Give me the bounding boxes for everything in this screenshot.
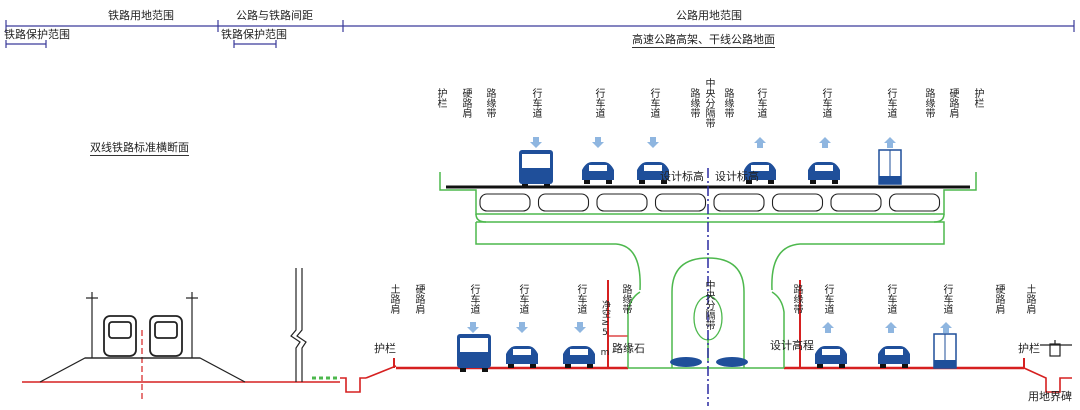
elevated-title: 高速公路高架、干线公路地面 bbox=[632, 33, 775, 48]
lower-lane-label: 行车道 bbox=[885, 284, 896, 314]
down-arrow-icon bbox=[530, 137, 542, 148]
right-ditch bbox=[1023, 367, 1072, 393]
car-icon bbox=[744, 162, 776, 184]
upper-lane-label: 行车道 bbox=[885, 88, 896, 118]
curb-label: 路缘石 bbox=[612, 342, 645, 355]
vehicles bbox=[457, 149, 957, 372]
upper-design-elevation-left: 设计标高 bbox=[660, 170, 704, 183]
left-ditch bbox=[340, 377, 366, 393]
lane-arrows bbox=[467, 137, 952, 333]
girder-cell bbox=[537, 193, 590, 212]
girder-cell bbox=[888, 193, 941, 212]
clearance-label: 净空≥5 m bbox=[600, 300, 610, 358]
lower-lane-label: 行车道 bbox=[941, 284, 952, 314]
lower-design-elevation-label: 设计高程 bbox=[770, 339, 814, 352]
upper-lane-label: 行车道 bbox=[648, 88, 659, 118]
girder-cell bbox=[654, 193, 707, 212]
truck-icon bbox=[933, 333, 957, 369]
land-boundary-label: 用地界碑 bbox=[1028, 390, 1072, 403]
rail-protect-label-2: 铁路保护范围 bbox=[221, 28, 287, 41]
land-boundary-marker bbox=[1040, 340, 1072, 357]
up-arrow-icon bbox=[940, 322, 952, 333]
car-icon bbox=[506, 346, 538, 368]
break-line bbox=[290, 268, 307, 382]
girder-cell bbox=[479, 193, 531, 212]
upper-lane-label: 行车道 bbox=[593, 88, 604, 118]
girder-cell bbox=[771, 193, 824, 212]
upper-lane-label: 硬路肩 bbox=[947, 88, 958, 118]
lower-lane-label: 中央分隔带 bbox=[703, 280, 714, 330]
car-icon bbox=[563, 346, 595, 368]
girder-cell bbox=[596, 193, 648, 212]
upper-lane-label: 硬路肩 bbox=[460, 88, 471, 118]
down-arrow-icon bbox=[467, 322, 479, 333]
upper-lane-label: 路缘带 bbox=[923, 88, 934, 118]
upper-lane-label: 中央分隔带 bbox=[703, 78, 714, 128]
upper-lane-label: 护栏 bbox=[972, 88, 983, 108]
up-arrow-icon bbox=[819, 137, 831, 148]
up-arrow-icon bbox=[885, 322, 897, 333]
road-rail-gap-label: 公路与铁路间距 bbox=[236, 9, 313, 22]
up-arrow-icon bbox=[822, 322, 834, 333]
bus-icon bbox=[519, 150, 553, 188]
road-land-range-label: 公路用地范围 bbox=[676, 9, 742, 22]
lower-lane-label: 行车道 bbox=[517, 284, 528, 314]
down-arrow-icon bbox=[647, 137, 659, 148]
box-girder-cells bbox=[479, 193, 941, 212]
lower-lane-label: 土路肩 bbox=[388, 284, 399, 314]
down-arrow-icon bbox=[592, 137, 604, 148]
rail-protect-label-1: 铁路保护范围 bbox=[4, 28, 70, 41]
lower-lane-label: 行车道 bbox=[822, 284, 833, 314]
railway-train-right bbox=[149, 315, 183, 357]
down-arrow-icon bbox=[516, 322, 528, 333]
car-icon bbox=[582, 162, 614, 184]
car-icon bbox=[815, 346, 847, 368]
up-arrow-icon bbox=[884, 137, 896, 148]
upper-lane-label: 行车道 bbox=[820, 88, 831, 118]
lower-lane-label: 硬路肩 bbox=[413, 284, 424, 314]
girder-cell bbox=[830, 193, 882, 212]
bus-icon bbox=[457, 334, 491, 372]
upper-lane-label: 路缘带 bbox=[484, 88, 495, 118]
upper-lane-label: 行车道 bbox=[530, 88, 541, 118]
lower-lane-label: 硬路肩 bbox=[993, 284, 1004, 314]
guardrail-label-right: 护栏 bbox=[1018, 342, 1040, 355]
lower-lane-label: 路缘带 bbox=[620, 284, 631, 314]
lower-lane-label: 路缘带 bbox=[791, 284, 802, 314]
guardrail-label-left: 护栏 bbox=[374, 342, 396, 355]
car-icon bbox=[878, 346, 910, 368]
girder-cell bbox=[713, 193, 765, 212]
upper-lane-label: 护栏 bbox=[435, 88, 446, 108]
upper-lane-label: 路缘带 bbox=[722, 88, 733, 118]
rail-section-title: 双线铁路标准横断面 bbox=[90, 141, 189, 156]
car-icon bbox=[637, 162, 669, 184]
upper-lane-label: 路缘带 bbox=[688, 88, 699, 118]
bridge-pier bbox=[475, 221, 945, 291]
up-arrow-icon bbox=[754, 137, 766, 148]
railway-embankment bbox=[39, 292, 246, 383]
upper-lane-label: 行车道 bbox=[755, 88, 766, 118]
truck-icon bbox=[878, 149, 902, 185]
left-slope bbox=[365, 365, 397, 379]
railway-train-left bbox=[103, 315, 137, 357]
railway-land-range-label: 铁路用地范围 bbox=[108, 9, 174, 22]
lower-lane-label: 行车道 bbox=[468, 284, 479, 314]
upper-design-elevation-right: 设计标高 bbox=[715, 170, 759, 183]
lower-lane-label: 行车道 bbox=[575, 284, 586, 314]
top-dimension-line bbox=[5, 20, 1075, 48]
down-arrow-icon bbox=[574, 322, 586, 333]
lower-lane-label: 土路肩 bbox=[1024, 284, 1035, 314]
upper-bridge-deck bbox=[439, 172, 977, 223]
car-icon bbox=[808, 162, 840, 184]
